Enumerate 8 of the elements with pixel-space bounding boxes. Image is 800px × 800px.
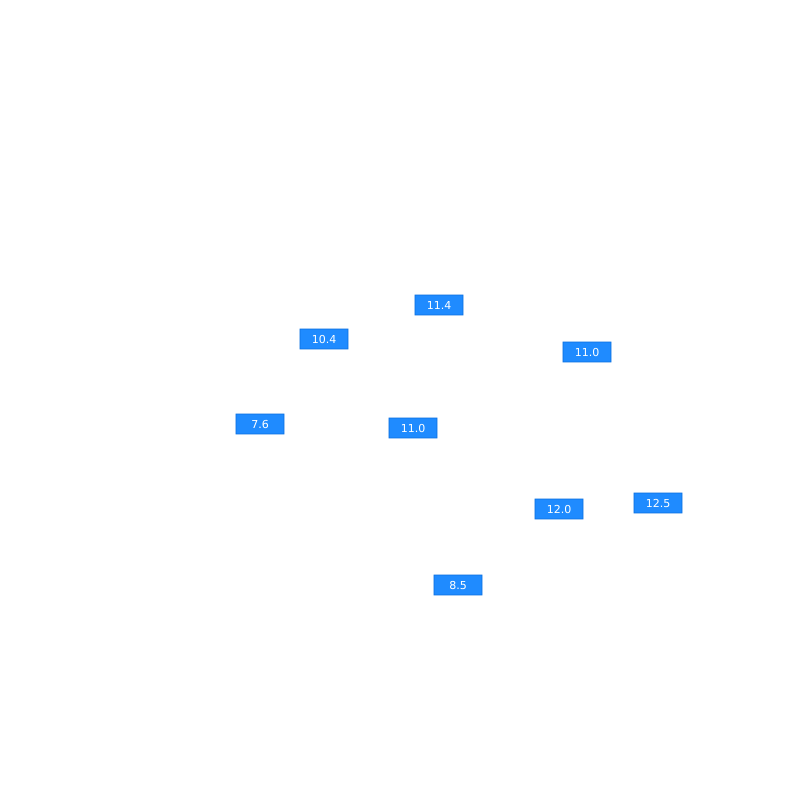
value-tag: 11.4 — [414, 294, 464, 316]
value-tag: 7.6 — [236, 414, 284, 434]
value-tag: 11.0 — [388, 418, 438, 438]
value-tag: 11.0 — [562, 342, 612, 362]
value-tag: 10.4 — [300, 328, 348, 350]
value-tag: 12.0 — [534, 498, 584, 520]
value-tag: 8.5 — [434, 574, 482, 596]
value-tag: 12.5 — [634, 492, 682, 514]
